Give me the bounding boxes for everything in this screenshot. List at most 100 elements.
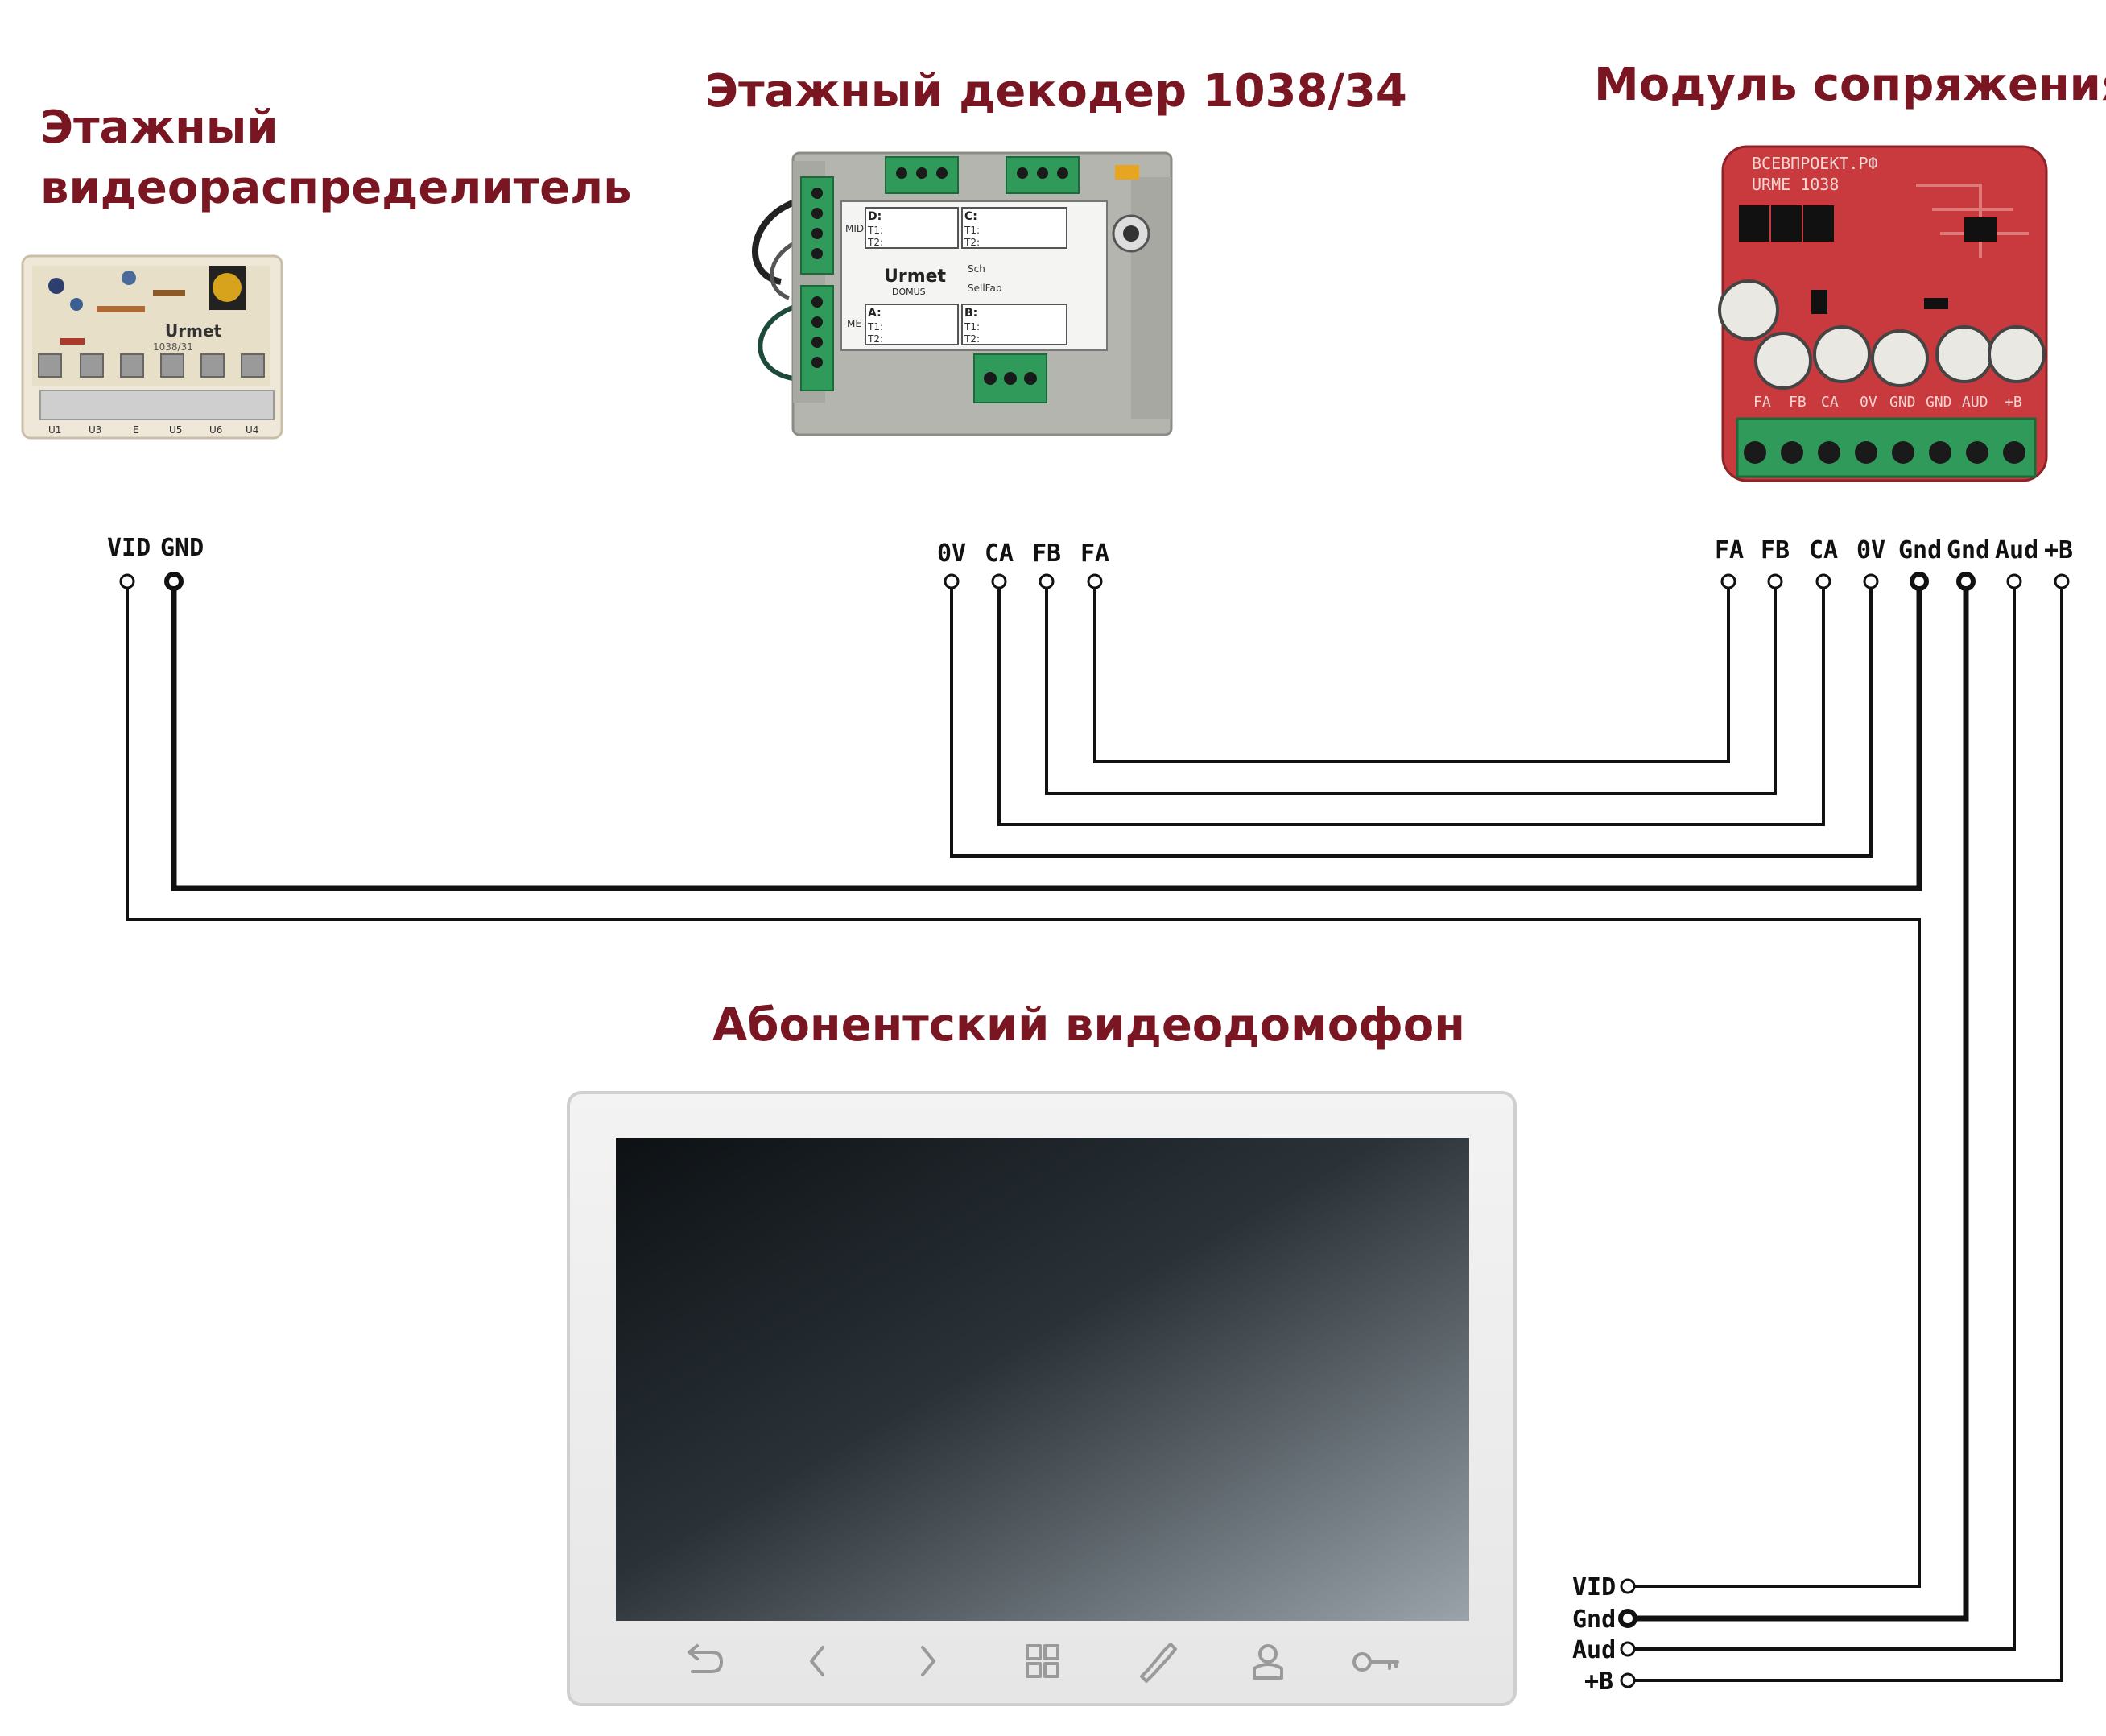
distributor-brand: Urmet <box>165 321 222 341</box>
terminal-label-gnd: GND <box>160 534 204 562</box>
distributor-title-line1: Этажный <box>40 101 279 154</box>
module-silk-label: GND <box>1889 394 1916 411</box>
distributor-model: 1038/31 <box>153 341 193 353</box>
decoder-label-d: D: <box>868 210 882 223</box>
module-silk-label: AUD <box>1962 394 1988 411</box>
terminal-ca <box>1815 573 1831 589</box>
module-silk-label: +B <box>2005 394 2022 411</box>
decoder-label-mid: MID <box>845 223 864 234</box>
wire-vid <box>126 581 1921 1588</box>
terminal-gnd <box>1910 572 1929 591</box>
wires <box>126 581 2063 1682</box>
wire-aud <box>1628 581 2016 1651</box>
distributor-port-label: U3 <box>89 424 101 436</box>
back-icon[interactable] <box>688 1644 723 1673</box>
module-silk-label: FA <box>1753 394 1771 411</box>
module-title: Модуль сопряжения <box>1594 59 2106 111</box>
menu-grid-icon[interactable] <box>1026 1644 1059 1678</box>
module-board-line1: ВСЕВПРОЕКТ.РФ <box>1752 154 1878 173</box>
decoder-label-t2: T2: <box>867 237 883 248</box>
wire-0v <box>950 581 1873 858</box>
decoder-label-t1: T1: <box>867 321 883 333</box>
wire-gnd <box>171 581 1922 891</box>
decoder-label-sellfab: SellFab <box>968 283 1001 294</box>
decoder-title: Этажный декодер 1038/34 <box>705 65 1407 118</box>
terminal-0v <box>1863 573 1879 589</box>
decoder-label-me: ME <box>847 318 861 329</box>
distributor-title-line2: видеораспределитель <box>40 162 632 214</box>
decoder-sub-brand: DOMUS <box>892 287 926 297</box>
terminal-label-gnd: Gnd <box>1572 1606 1616 1634</box>
wire-fa <box>1093 581 1730 763</box>
decoder-brand: Urmet <box>884 267 947 287</box>
terminal-fa <box>1087 573 1103 589</box>
user-icon[interactable] <box>1253 1644 1283 1680</box>
monitor-terminals: VID Gnd Aud +B <box>1572 1573 1637 1696</box>
terminal-gnd <box>1956 572 1976 591</box>
terminal-label-aud: Aud <box>1572 1636 1616 1664</box>
handset-icon[interactable] <box>1140 1643 1177 1683</box>
terminal-label-gnd: Gnd <box>1898 536 1942 564</box>
terminal-label-gnd: Gnd <box>1947 536 1990 564</box>
module-silk-label: CA <box>1821 394 1839 411</box>
key-icon[interactable] <box>1352 1652 1399 1672</box>
interface-module-board: ВСЕВПРОЕКТ.РФ URME 1038 FA FB CA 0V GND … <box>1718 145 2048 482</box>
module-board-line2: URME 1038 <box>1752 175 1839 194</box>
wire-gnd-monitor <box>1628 581 1969 1622</box>
module-silk-label: 0V <box>1860 394 1877 411</box>
next-icon[interactable] <box>921 1646 935 1676</box>
terminal-label-plus-b: +B <box>1584 1668 1613 1696</box>
terminal-label-ca: CA <box>985 539 1014 568</box>
terminal-plus-b <box>2054 573 2070 589</box>
decoder-label-a: A: <box>868 307 882 320</box>
distributor-port-label: E <box>133 424 139 436</box>
terminal-label-fb: FB <box>1032 539 1061 568</box>
distributor-port-label: U5 <box>169 424 182 436</box>
terminal-fb <box>1767 573 1783 589</box>
terminal-plus-b <box>1620 1672 1636 1688</box>
terminal-label-fa: FA <box>1080 539 1109 568</box>
prev-icon[interactable] <box>810 1646 824 1676</box>
decoder-label-sch: Sch <box>968 263 985 275</box>
distributor-port-label: U1 <box>48 424 61 436</box>
terminal-fa <box>1720 573 1736 589</box>
monitor-screen <box>616 1138 1469 1621</box>
terminal-0v <box>944 573 960 589</box>
decoder-unit: D: C: A: B: T1: T2: T1: T2: T1: T2: T1: … <box>752 151 1173 436</box>
wire-fb <box>1045 581 1777 795</box>
terminal-ca <box>991 573 1007 589</box>
terminal-aud <box>2006 573 2022 589</box>
terminal-label-0v: 0V <box>1856 536 1885 564</box>
terminal-aud <box>1620 1641 1636 1657</box>
terminal-label-fa: FA <box>1715 536 1744 564</box>
video-intercom-monitor <box>567 1091 1517 1706</box>
module-terminals: FA FB CA 0V Gnd Gnd Aud +B <box>1715 536 2073 591</box>
distributor-port-label: U4 <box>246 424 258 436</box>
decoder-label-c: C: <box>964 210 977 223</box>
terminal-gnd <box>164 572 184 591</box>
terminal-label-0v: 0V <box>937 539 966 568</box>
decoder-label-t2: T2: <box>964 237 980 248</box>
decoder-label-t1: T1: <box>964 321 980 333</box>
module-silk-label: GND <box>1926 394 1952 411</box>
terminal-gnd <box>1618 1609 1637 1628</box>
terminal-label-vid: VID <box>107 534 151 562</box>
decoder-label-t2: T2: <box>964 333 980 345</box>
monitor-title: Абонентский видеодомофон <box>712 999 1465 1052</box>
decoder-label-b: B: <box>964 307 977 320</box>
decoder-label-t1: T1: <box>867 225 883 236</box>
distributor-port-label: U6 <box>209 424 222 436</box>
terminal-fb <box>1039 573 1055 589</box>
terminal-vid <box>1620 1578 1636 1594</box>
distributor-terminals: VID GND <box>107 534 204 591</box>
terminal-label-plus-b: +B <box>2044 536 2073 564</box>
terminal-label-fb: FB <box>1761 536 1790 564</box>
terminal-label-vid: VID <box>1572 1573 1616 1602</box>
wire-ca <box>997 581 1825 826</box>
decoder-label-t2: T2: <box>867 333 883 345</box>
decoder-terminals: 0V CA FB FA <box>937 539 1109 589</box>
wire-plus-b <box>1628 581 2063 1682</box>
decoder-label-t1: T1: <box>964 225 980 236</box>
terminal-vid <box>119 573 135 589</box>
